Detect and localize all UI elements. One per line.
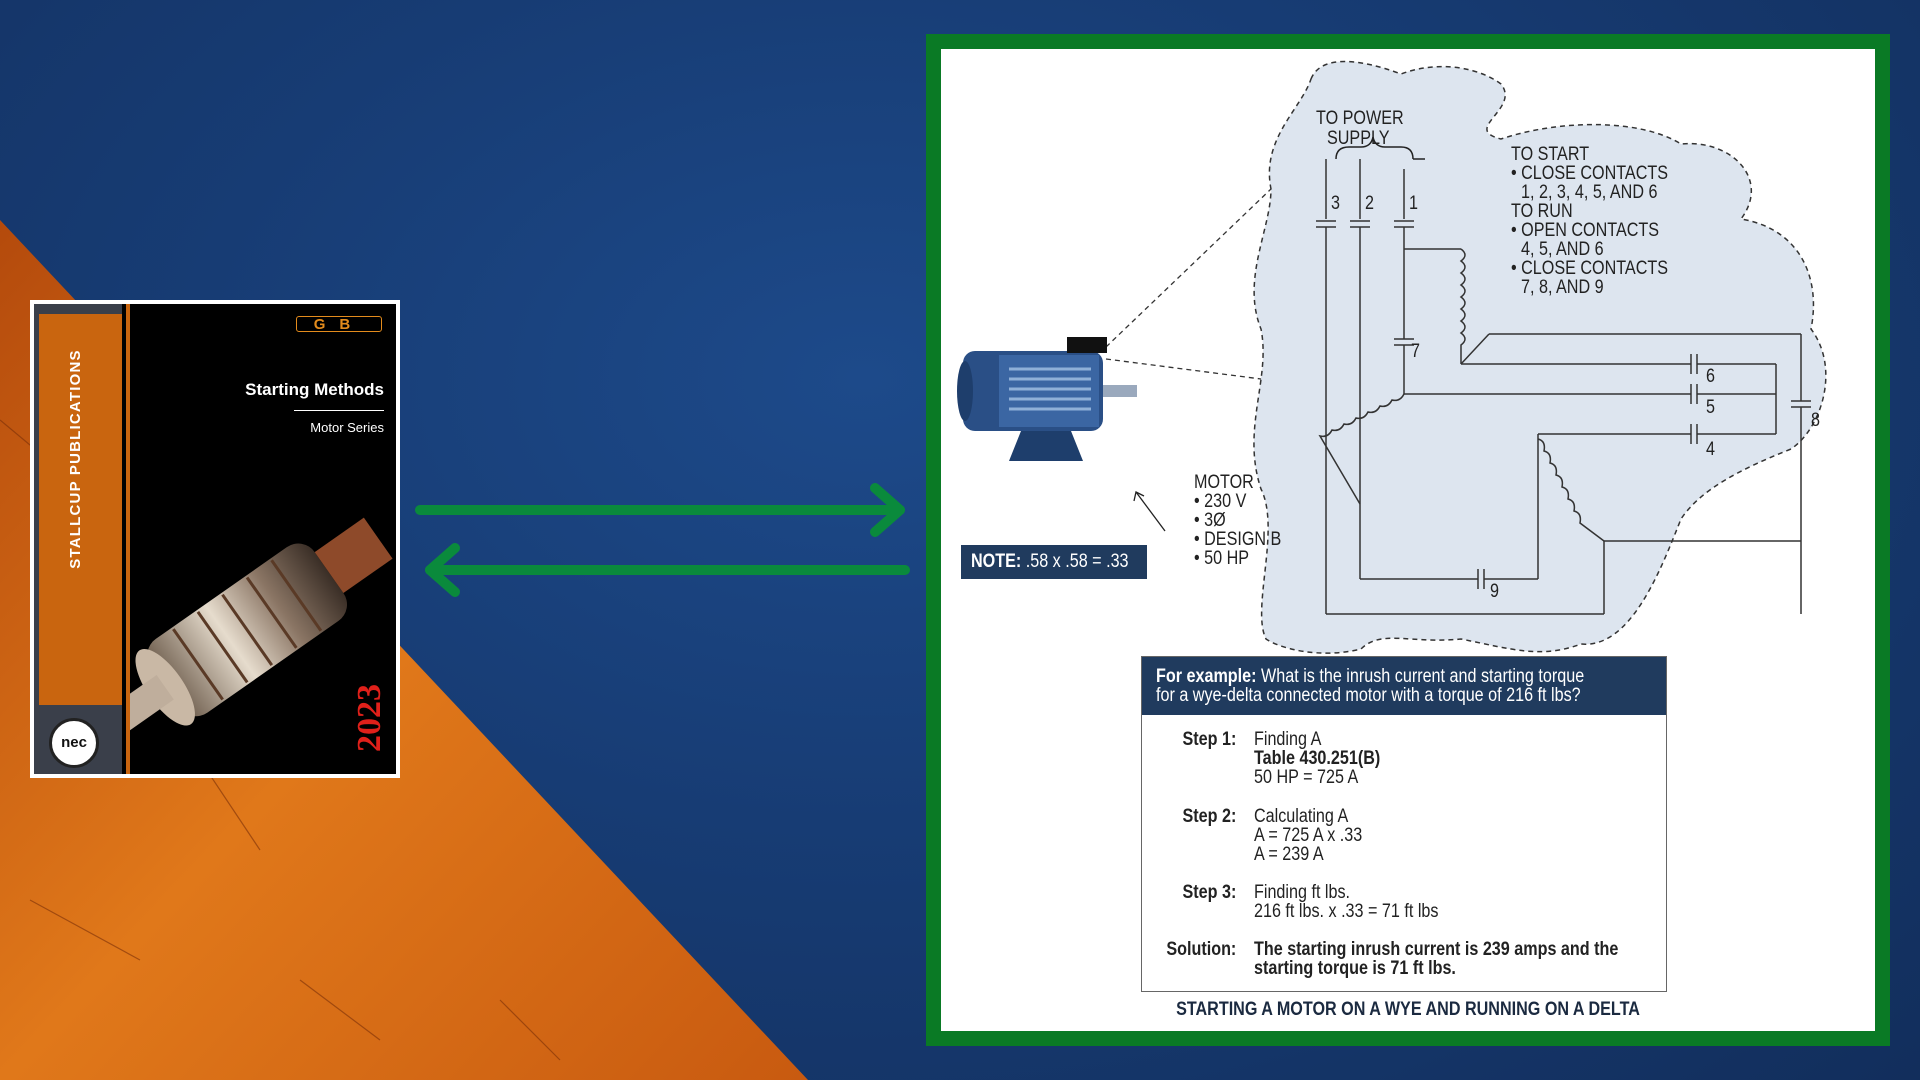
wye-delta-schematic	[957, 60, 1827, 654]
step-2-line: Calculating A	[1254, 806, 1349, 827]
instruction-line: TO START	[1511, 144, 1590, 165]
cover-divider-line	[126, 304, 130, 774]
note-box: NOTE: .58 x .58 = .33	[961, 545, 1147, 579]
step-1-label: Step 1:	[1182, 729, 1236, 750]
motor-spec-line: • 230 V	[1194, 491, 1247, 512]
example-lead: For example:	[1156, 666, 1257, 687]
example-header: For example: What is the inrush current …	[1142, 657, 1666, 715]
line-label-2: 2	[1365, 193, 1374, 214]
contact-label-7: 7	[1411, 341, 1420, 362]
book-subtitle: Motor Series	[310, 420, 384, 435]
contact-label-5: 5	[1706, 397, 1715, 418]
bidirectional-arrows	[415, 483, 910, 597]
instruction-line: • CLOSE CONTACTS	[1511, 258, 1669, 279]
motor-spec-line: MOTOR	[1194, 472, 1254, 493]
motor-rotor-illustration	[130, 517, 393, 746]
example-question: For example: What is the inrush current …	[1156, 667, 1584, 705]
schematic-bubble	[1253, 60, 1827, 654]
line-label-3: 3	[1331, 193, 1340, 214]
motor-spec-line: • 3Ø	[1194, 510, 1226, 531]
motor-spec-line: • DESIGN B	[1194, 529, 1282, 550]
contact-label-9: 9	[1490, 581, 1499, 602]
book-cover: STALLCUP PUBLICATIONS nec GB Starting Me…	[30, 300, 400, 778]
solution-label: Solution:	[1166, 939, 1236, 960]
power-supply-label-2: SUPPLY	[1327, 128, 1390, 149]
diagram-caption: STARTING A MOTOR ON A WYE AND RUNNING ON…	[1176, 999, 1640, 1020]
diagram-frame: TO POWER SUPPLY 3 2 1 7 6 5 4 8 9 TO STA…	[926, 34, 1890, 1046]
step-2-line: A = 725 A x .33	[1254, 825, 1363, 846]
step-3-line: Finding ft lbs.	[1254, 882, 1351, 903]
contact-label-4: 4	[1706, 439, 1715, 460]
arrow-right-icon	[415, 483, 905, 537]
book-year: 2023	[351, 684, 388, 752]
instruction-line: TO RUN	[1511, 201, 1573, 222]
instruction-line: 7, 8, AND 9	[1521, 277, 1604, 298]
book-spine: STALLCUP PUBLICATIONS nec	[34, 304, 122, 774]
diagram-panel: TO POWER SUPPLY 3 2 1 7 6 5 4 8 9 TO STA…	[941, 49, 1875, 1031]
instruction-line: • OPEN CONTACTS	[1511, 220, 1660, 241]
circuit-wiring	[1316, 159, 1811, 615]
step-3-label: Step 3:	[1182, 882, 1236, 903]
motor-spec-line: • 50 HP	[1194, 548, 1250, 569]
title-rule	[294, 410, 384, 411]
nec-logo-icon: nec	[49, 718, 99, 768]
instruction-line: 1, 2, 3, 4, 5, AND 6	[1521, 182, 1658, 203]
step-2-line: A = 239 A	[1254, 844, 1324, 865]
spine-orange-band	[39, 314, 122, 705]
example-question-line-2: for a wye-delta connected motor with a t…	[1156, 685, 1581, 706]
power-supply-label-1: TO POWER	[1316, 108, 1404, 129]
step-1-line: Table 430.251(B)	[1254, 748, 1381, 769]
motor-illustration	[957, 337, 1137, 461]
step-2-label: Step 2:	[1182, 806, 1236, 827]
book-cover-inner: STALLCUP PUBLICATIONS nec GB Starting Me…	[34, 304, 396, 774]
book-title: Starting Methods	[245, 380, 384, 399]
step-1-line: Finding A	[1254, 729, 1322, 750]
step-1-line: 50 HP = 725 A	[1254, 767, 1359, 788]
contact-label-6: 6	[1706, 366, 1715, 387]
note-value: .58 x .58 = .33	[1025, 551, 1129, 572]
instruction-line: • CLOSE CONTACTS	[1511, 163, 1669, 184]
example-question-line-1: What is the inrush current and starting …	[1261, 666, 1585, 687]
note-label: NOTE:	[971, 551, 1022, 572]
arrow-left-icon	[425, 543, 910, 597]
step-3-line: 216 ft lbs. x .33 = 71 ft lbs	[1254, 901, 1439, 922]
solution-line: starting torque is 71 ft lbs.	[1254, 958, 1456, 979]
instruction-line: 4, 5, AND 6	[1521, 239, 1604, 260]
gb-logo: GB	[296, 316, 382, 333]
line-label-1: 1	[1409, 193, 1418, 214]
example-box: For example: What is the inrush current …	[1141, 656, 1667, 992]
publisher-name: STALLCUP PUBLICATIONS	[67, 349, 84, 569]
solution-line: The starting inrush current is 239 amps …	[1254, 939, 1619, 960]
contact-label-8: 8	[1811, 410, 1820, 431]
